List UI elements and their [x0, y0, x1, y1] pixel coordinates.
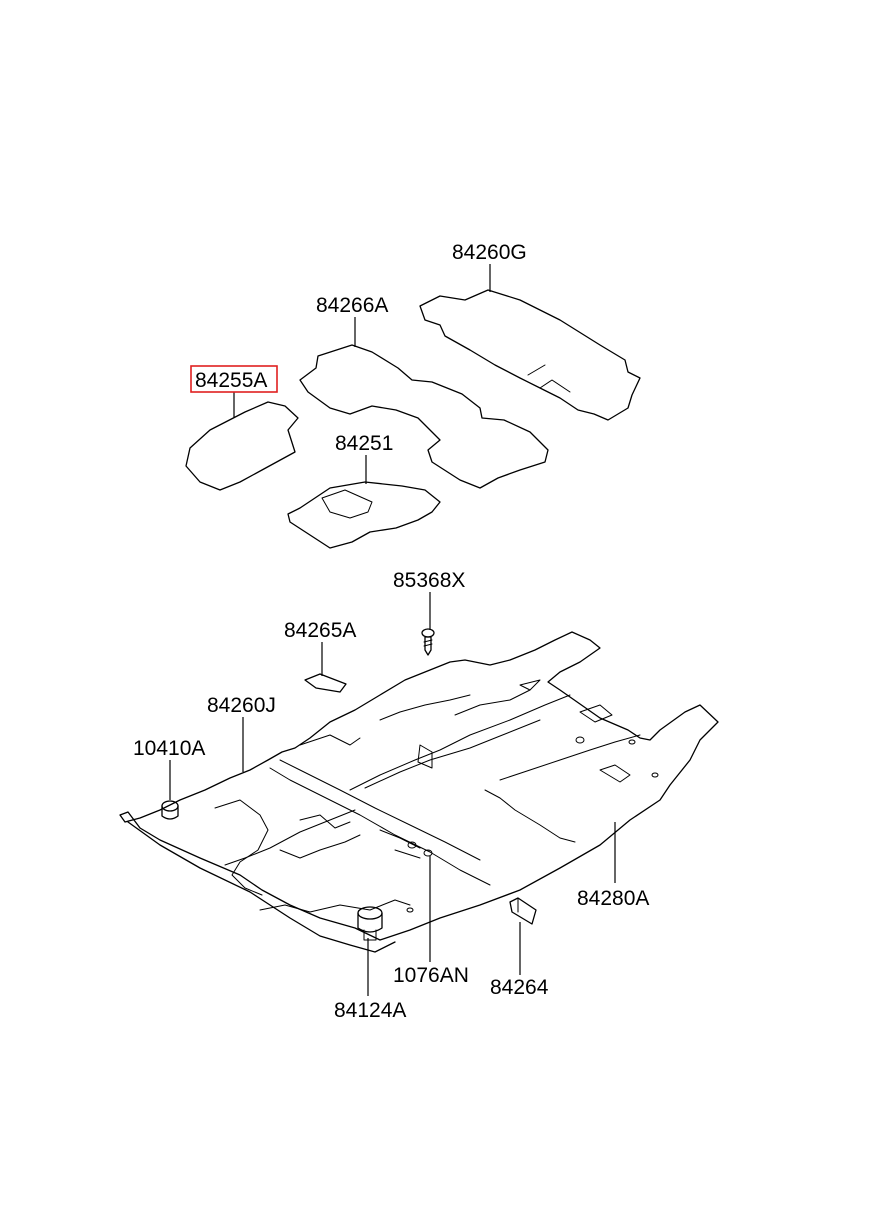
label-84260J[interactable]: 84260J — [207, 694, 276, 717]
part-84266A-mat[interactable] — [299, 344, 549, 489]
label-84266A[interactable]: 84266A — [316, 294, 388, 317]
part-84280A-floor-covering[interactable] — [119, 631, 719, 953]
part-84260G-mat[interactable] — [419, 289, 641, 421]
label-84264[interactable]: 84264 — [490, 976, 549, 999]
part-84251-mat[interactable] — [287, 481, 441, 549]
highlight-box-84255A — [190, 365, 278, 393]
part-84124A-fastener[interactable] — [357, 906, 383, 941]
part-84255A-mat[interactable] — [185, 401, 299, 491]
part-10410A-clip[interactable] — [161, 800, 179, 820]
label-84251[interactable]: 84251 — [335, 432, 393, 455]
part-84264-pad[interactable] — [509, 897, 537, 925]
label-84265A[interactable]: 84265A — [284, 619, 356, 642]
label-85368X[interactable]: 85368X — [393, 569, 465, 592]
part-84265A-pad[interactable] — [304, 673, 347, 693]
label-1076AN[interactable]: 1076AN — [393, 964, 469, 987]
leader-lines — [169, 264, 616, 996]
label-10410A[interactable]: 10410A — [133, 737, 205, 760]
label-84260G[interactable]: 84260G — [452, 241, 527, 264]
part-85368X-screw[interactable] — [421, 628, 435, 656]
label-84280A[interactable]: 84280A — [577, 887, 649, 910]
label-84124A[interactable]: 84124A — [334, 999, 406, 1022]
label-84255A[interactable]: 84255A — [195, 369, 267, 392]
